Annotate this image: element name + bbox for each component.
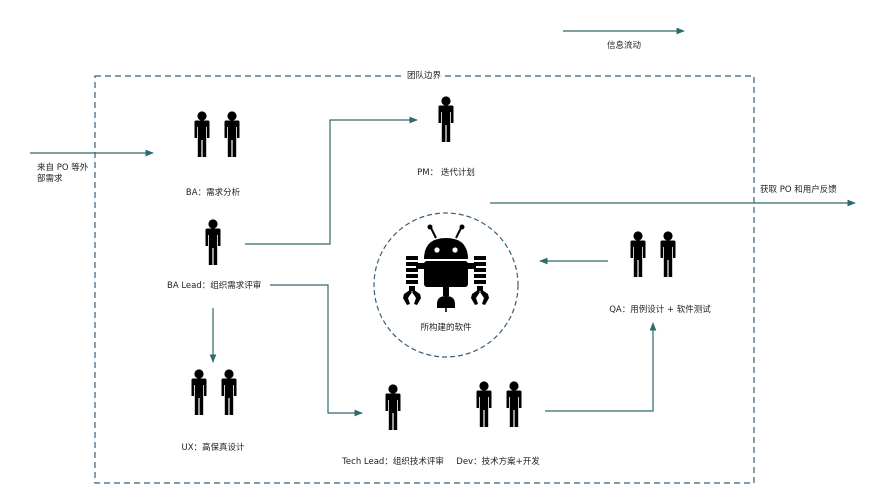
ba-lead-label: BA Lead：组织需求评审	[167, 281, 262, 291]
ux-label: UX：高保真设计	[181, 443, 245, 453]
tech-lead-label: Tech Lead：组织技术评审	[342, 457, 444, 467]
ba-person-2-icon	[224, 111, 240, 157]
arrow-balead-to-pm	[245, 116, 418, 245]
arrow-balead-to-techlead	[270, 284, 363, 417]
team-boundary	[94, 75, 755, 484]
pm-label: PM： 迭代计划	[417, 168, 475, 178]
ux-person-1-icon	[191, 369, 207, 415]
dev-person-1-icon	[476, 381, 492, 427]
external-input-label-line1: 来自 PO 等外	[37, 163, 89, 173]
arrow-dev-to-qa	[545, 322, 657, 412]
qa-label: QA：用例设计 + 软件测试	[609, 305, 711, 315]
pm-person-icon	[438, 96, 454, 142]
dev-label: Dev：技术方案+开发	[456, 457, 540, 467]
external-input-label-line2: 部需求	[37, 174, 63, 184]
tech-lead-person-icon	[385, 384, 401, 430]
software-label: 所构建的软件	[420, 323, 472, 333]
dev-person-2-icon	[506, 381, 522, 427]
ux-person-2-icon	[221, 369, 237, 415]
qa-person-1-icon	[630, 231, 646, 277]
team-boundary-label: 团队边界	[402, 71, 446, 82]
robot-icon	[403, 224, 489, 312]
ba-lead-person-icon	[205, 219, 221, 265]
legend-label: 信息流动	[607, 41, 642, 51]
ba-person-1-icon	[194, 111, 210, 157]
ba-label: BA：需求分析	[185, 188, 241, 198]
external-output-label: 获取 PO 和用户反馈	[760, 185, 837, 195]
qa-person-2-icon	[660, 231, 676, 277]
